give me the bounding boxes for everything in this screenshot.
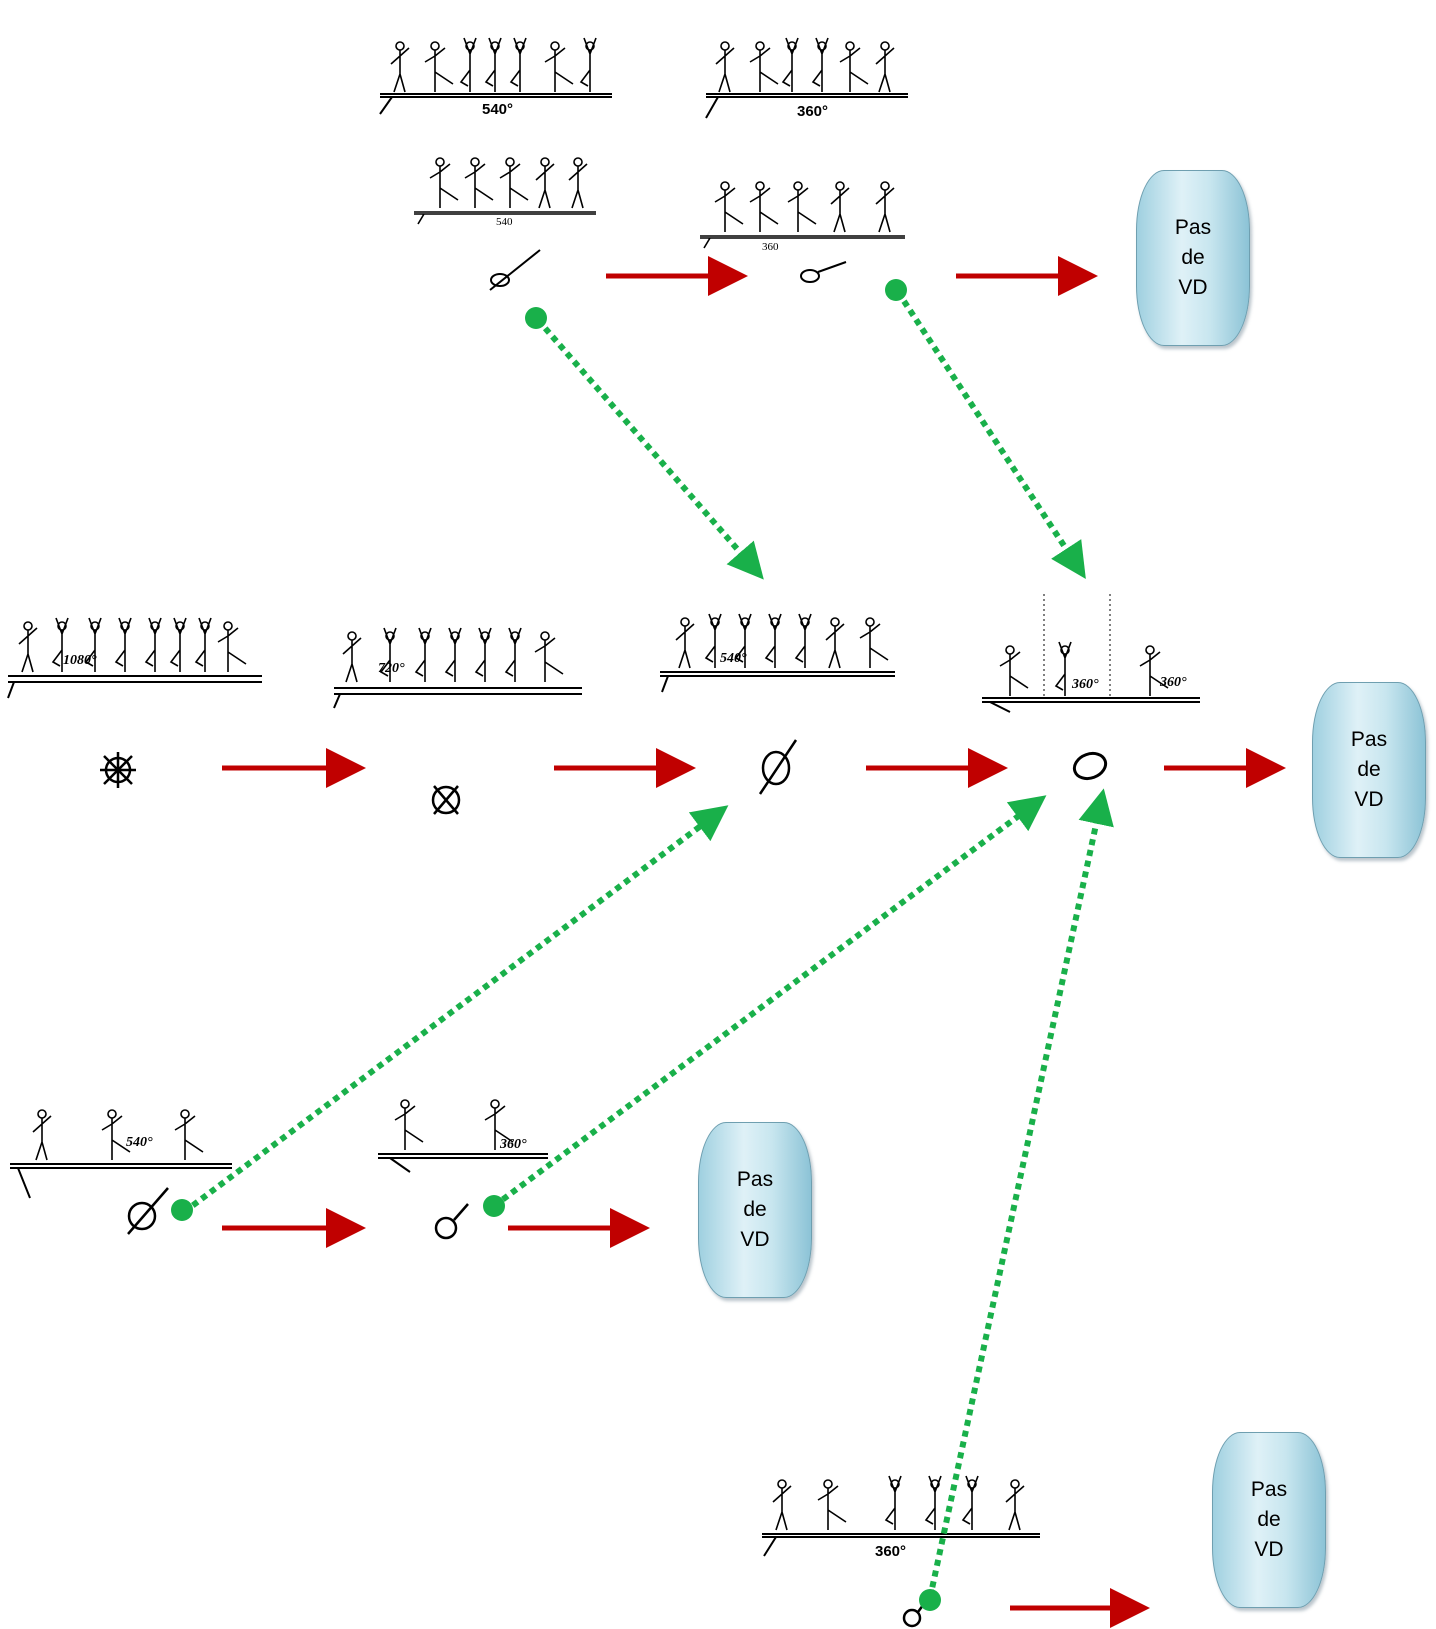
pas-de-vd-box-lower: Pas de VD [698, 1122, 812, 1298]
degree-label: 540 [496, 216, 513, 228]
green-dotted-arrow [182, 805, 729, 1215]
illustration-bottom-360: 360° [762, 1475, 1040, 1560]
green-dot [525, 307, 547, 329]
green-dot [171, 1199, 193, 1221]
box-text: VD [1178, 276, 1208, 299]
illustration-mid-360: 360° 360° [982, 594, 1200, 713]
box-text: VD [1254, 1538, 1284, 1561]
degree-label: 1080° [63, 653, 97, 668]
illustration-low-360: 360° [378, 1099, 548, 1173]
symbol-top-540 [489, 249, 541, 291]
box-text: VD [740, 1228, 770, 1251]
pas-de-vd-box-bottom: Pas de VD [1212, 1432, 1326, 1608]
illustration-top-360-a: 360° [705, 37, 908, 120]
box-text: de [743, 1198, 767, 1221]
green-dot [885, 279, 907, 301]
box-text: Pas [1350, 728, 1388, 751]
green-dotted-arrow [492, 795, 1047, 1209]
green-dots [171, 279, 941, 1611]
red-arrows [222, 256, 1286, 1628]
box-text: Pas [736, 1168, 774, 1191]
degree-label: 360° [1071, 677, 1099, 692]
degree-label: 360° [1159, 675, 1187, 690]
green-dot [919, 1589, 941, 1611]
symbol-top-360 [800, 261, 847, 283]
illustration-mid-540: 540° [660, 613, 895, 693]
box-text: de [1357, 758, 1381, 781]
box-text: Pas [1174, 216, 1212, 239]
box-text: de [1181, 246, 1205, 269]
green-dotted-arrows [182, 290, 1114, 1599]
symbol-mid-720 [431, 785, 461, 815]
symbol-low-540 [127, 1187, 169, 1235]
green-dotted-arrow [927, 788, 1114, 1599]
symbol-low-360 [434, 1203, 469, 1240]
green-dotted-arrow [895, 290, 1086, 580]
degree-label: 360° [499, 1137, 527, 1152]
illustration-top-540-a: 540° [379, 37, 612, 118]
illustration-mid-720: 720° [333, 627, 582, 709]
symbol-mid-360 [1072, 751, 1108, 781]
degree-label: 720° [378, 661, 405, 676]
symbol-mid-1080 [100, 752, 136, 788]
illustration-low-540: 540° [10, 1109, 232, 1199]
pas-de-vd-box-middle: Pas de VD [1312, 682, 1426, 858]
degree-label: 360° [797, 103, 828, 120]
symbol-mid-540 [758, 739, 798, 795]
illustration-top-540-b: 540 [414, 157, 596, 228]
pas-de-vd-box-top: Pas de VD [1136, 170, 1250, 346]
degree-label: 540° [720, 651, 747, 666]
illustration-mid-1080: 1080° [7, 617, 262, 699]
green-dotted-arrow [535, 318, 764, 580]
illustration-top-360-b: 360 [700, 181, 905, 253]
degree-label: 540° [126, 1135, 153, 1150]
box-text: de [1257, 1508, 1281, 1531]
box-text: Pas [1250, 1478, 1288, 1501]
green-dot [483, 1195, 505, 1217]
degree-label: 540° [482, 101, 513, 118]
degree-label: 360° [875, 1543, 906, 1560]
box-text: VD [1354, 788, 1384, 811]
degree-label: 360 [762, 241, 779, 253]
